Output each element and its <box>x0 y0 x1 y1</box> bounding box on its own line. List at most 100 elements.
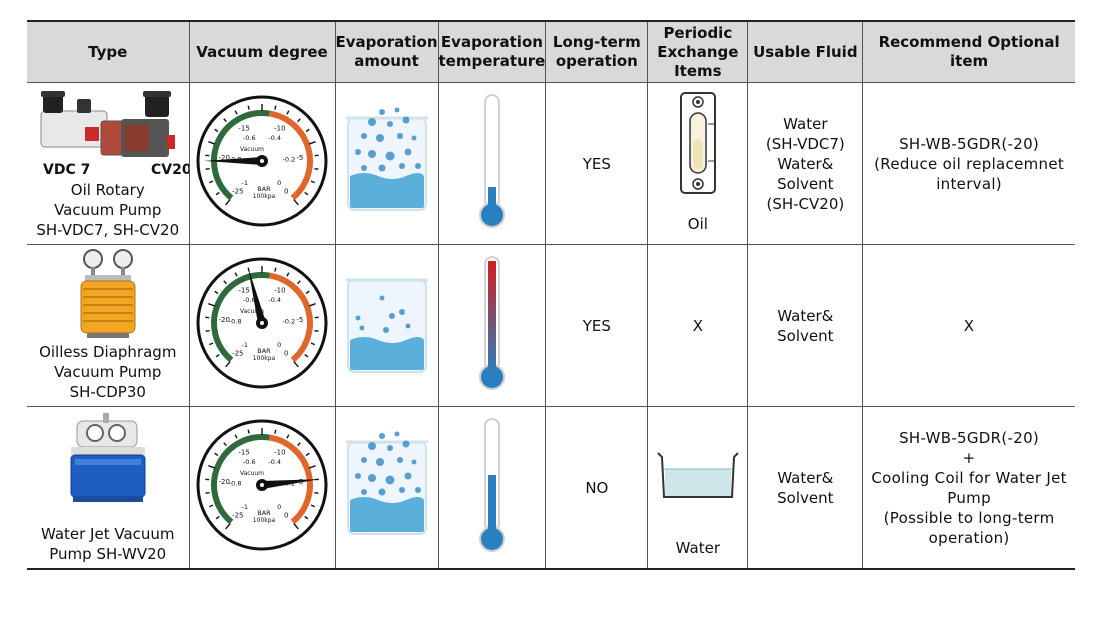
gauge-scale-label: -0.4 <box>268 296 281 304</box>
gauge-caption: Vacuum <box>240 470 264 477</box>
gauge-tick <box>293 523 299 530</box>
bubble <box>386 445 393 451</box>
gauge-tick <box>308 465 316 469</box>
bubble <box>402 116 409 124</box>
gauge-tick <box>297 118 301 123</box>
header-usable-fluid: Usable Fluid <box>747 20 864 83</box>
beaker-icon <box>345 278 428 373</box>
optional-line: Pump <box>947 488 991 507</box>
thermometer-level <box>487 475 496 535</box>
gauge-tick <box>308 141 316 145</box>
type-line: Water Jet Vacuum <box>40 525 175 543</box>
optional-line: Cooling Coil for Water Jet <box>871 468 1067 487</box>
bubble <box>359 325 364 331</box>
gauge-hub-center <box>260 321 264 325</box>
gauge-scale-label: -15 <box>238 448 249 456</box>
gauge-caption: 100kpa <box>253 193 276 200</box>
thermometer-icon <box>478 418 505 552</box>
periodic-exchange-cell: Oil <box>647 82 749 245</box>
gauge-caption: BAR <box>257 185 271 193</box>
bubble <box>367 118 376 126</box>
gauge-scale-label: 0 <box>284 349 288 357</box>
gauge-scale-label: -20 <box>218 154 229 162</box>
gauge-scale-label: -10 <box>274 124 285 132</box>
type-label: Oilless Diaphragm Vacuum Pump SH-CDP30 <box>27 342 189 402</box>
header-line: temperature <box>438 52 546 70</box>
optional-item-cell: SH-WB-5GDR(-20) (Reduce oil replacemnet … <box>862 82 1075 245</box>
gauge-tick <box>214 452 219 457</box>
fluid-line: Solvent <box>777 326 834 345</box>
gauge-tick <box>274 105 277 110</box>
gauge-band <box>268 434 313 525</box>
gauge-tick <box>205 329 210 332</box>
gauge-scale-label: 0 <box>284 511 288 519</box>
vacuum-pump-comparison-table: Type Vacuum degree Evaporation amount Ev… <box>27 20 1075 570</box>
oil-sight-glass-icon <box>680 92 717 194</box>
header-row: Type Vacuum degree Evaporation amount Ev… <box>27 20 1075 83</box>
bubble <box>360 489 367 495</box>
vacuum-gauge-icon: -25-20-15-10-50-1-0.8-0.6-0.4-0.20Vacuum… <box>196 95 328 227</box>
gauge-scale-label: -5 <box>296 154 303 162</box>
gauge-scale-label: -20 <box>218 478 229 486</box>
bubble <box>360 133 367 139</box>
bubble <box>378 433 385 439</box>
bubble <box>396 133 403 139</box>
type-cell: Water Jet Vacuum Pump SH-WV20 <box>27 406 190 570</box>
bubble <box>394 107 399 113</box>
gauge-hub-center <box>260 159 264 163</box>
gauge-scale-label: -25 <box>232 511 243 519</box>
gauge-scale-label: -0.8 <box>229 479 242 487</box>
bubble <box>354 149 361 155</box>
vacuum-gauge-icon: -25-20-15-10-50-1-0.8-0.6-0.4-0.20Vacuum… <box>196 257 328 389</box>
image-label-vdc7: VDC 7 <box>43 162 90 178</box>
gauge-band <box>211 272 270 363</box>
gauge-caption: Vacuum <box>240 308 264 315</box>
usable-fluid-cell: Water& Solvent <box>747 244 864 407</box>
beaker-water <box>349 497 424 532</box>
optional-line: SH-WB-5GDR(-20) <box>899 134 1040 153</box>
gauge-scale-label: -0.2 <box>283 317 296 325</box>
optional-line: (Possible to long-term <box>883 508 1055 527</box>
gauge-scale-label: -1 <box>242 341 248 349</box>
thermometer-level <box>487 261 496 373</box>
evaporation-temperature-cell <box>437 406 547 570</box>
header-recommend-optional-item: Recommend Optional item <box>862 20 1075 83</box>
gauge-tick <box>274 429 277 434</box>
bubble <box>385 151 394 161</box>
gauge-tick <box>286 434 290 439</box>
gauge-tick <box>310 504 315 508</box>
bubble <box>378 109 385 115</box>
bubble <box>360 165 367 171</box>
fluid-line: Solvent <box>777 174 834 193</box>
gauge-tick <box>293 199 299 206</box>
gauge-tick <box>208 303 216 307</box>
long-term-operation-cell: NO <box>545 406 649 570</box>
gauge-tick <box>293 361 299 368</box>
thermometer-icon <box>478 94 505 228</box>
periodic-exchange-label: Water <box>675 539 721 557</box>
bubble <box>378 164 385 172</box>
gauge-caption: 100kpa <box>253 355 276 362</box>
periodic-exchange-label: Oil <box>687 215 708 233</box>
gauge-band <box>268 272 313 363</box>
gauge-caption: Vacuum <box>240 146 264 153</box>
type-line: Pump SH-WV20 <box>49 545 167 563</box>
gauge-scale-label: -1 <box>242 503 248 511</box>
gauge-tick <box>305 128 310 133</box>
gauge-scale-label: -15 <box>238 286 249 294</box>
header-long-term-operation: Long-term operation <box>545 20 649 83</box>
usable-fluid-cell: Water& Solvent <box>747 406 864 570</box>
beaker-icon <box>345 107 428 211</box>
gauge-tick <box>214 290 219 295</box>
gauge-tick <box>208 141 216 145</box>
gauge-needle <box>261 479 320 489</box>
header-line: Periodic <box>663 23 733 42</box>
gauge-tick <box>209 504 214 508</box>
type-line: SH-CDP30 <box>69 383 146 401</box>
bubble <box>375 134 384 142</box>
gauge-scale-label: 0 <box>277 503 281 511</box>
gauge-scale-label: -0.4 <box>268 458 281 466</box>
table-row: Water Jet Vacuum Pump SH-WV20 -25 -20 -15 -… <box>27 406 1075 570</box>
header-type: Type <box>27 20 190 83</box>
